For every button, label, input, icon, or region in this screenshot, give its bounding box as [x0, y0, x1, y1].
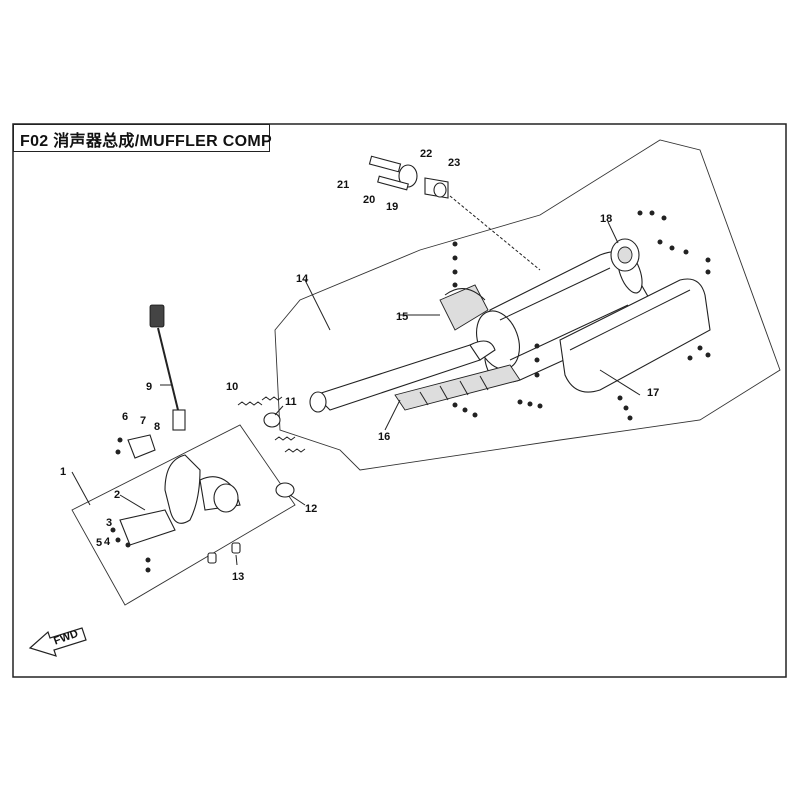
callout-17: 17: [647, 387, 659, 399]
callout-23: 23: [448, 157, 460, 169]
callout-8: 8: [154, 421, 160, 433]
fwd-arrow: FWD: [28, 627, 87, 657]
callout-21: 21: [337, 179, 349, 191]
callout-5: 5: [96, 537, 102, 549]
callout-10: 10: [226, 381, 238, 393]
outer-border: [12, 123, 787, 678]
heat-shield-17: [559, 278, 711, 393]
stud-13b: [231, 542, 241, 554]
callout-22: 22: [420, 148, 432, 160]
group-boundary-1: [71, 424, 296, 606]
leader-lines: [71, 221, 641, 566]
callout-labels: 1 2 3 4 5 6 7 8 9 10 11 12 13 14 15 16 1…: [60, 148, 659, 583]
hardware-stacks: [110, 210, 711, 573]
callout-1: 1: [60, 466, 66, 478]
end-cap-18: [610, 238, 640, 272]
o2-sensor-9: [149, 304, 186, 431]
callout-4: 4: [104, 536, 111, 548]
callout-14: 14: [296, 273, 309, 285]
heat-shield-16: [394, 364, 521, 411]
bracket-assembly: [368, 155, 541, 271]
callout-11: 11: [285, 396, 297, 408]
group-boundary-14: [274, 139, 781, 471]
callout-13: 13: [232, 571, 244, 583]
bracket-7: [127, 434, 156, 459]
callout-16: 16: [378, 431, 390, 443]
diagram-title: F02 消声器总成/MUFFLER COMP: [20, 133, 272, 150]
gasket-12: [275, 482, 295, 498]
callout-18: 18: [600, 213, 612, 225]
callout-6: 6: [122, 411, 128, 423]
heat-shield-15: [439, 284, 489, 331]
callout-20: 20: [363, 194, 375, 206]
springs-10: [237, 396, 306, 453]
callout-7: 7: [140, 415, 146, 427]
head-pipe-2: [119, 454, 241, 546]
stud-13a: [207, 552, 217, 564]
gasket-11: [263, 412, 281, 428]
callout-12: 12: [305, 503, 317, 515]
callout-19: 19: [386, 201, 398, 213]
callout-3: 3: [106, 517, 112, 529]
callout-2: 2: [114, 489, 120, 501]
callout-15: 15: [396, 311, 408, 323]
callout-9: 9: [146, 381, 152, 393]
mid-pipe: [309, 340, 496, 413]
